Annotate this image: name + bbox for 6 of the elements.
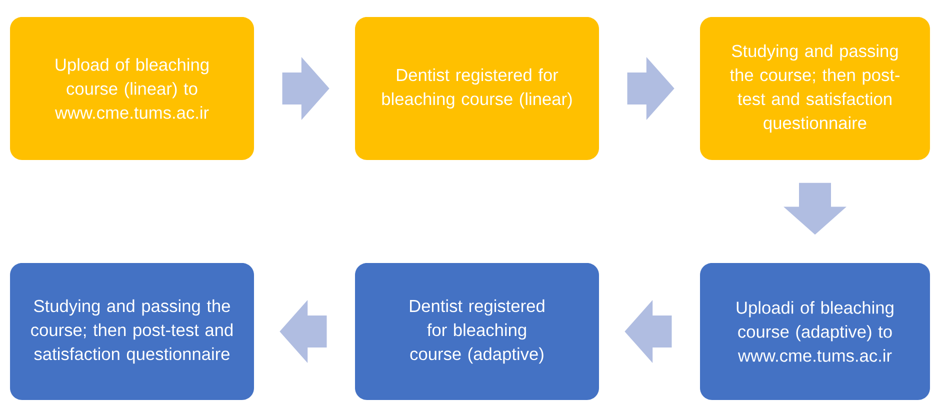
process-box: Uploadi of bleaching course (adaptive) to www.cme.tums.ac.ir	[700, 262, 930, 400]
process-box: Dentist registered for bleaching course (linear)	[355, 17, 599, 160]
process-box: Studying and passing the course; then post-test and satisfaction questionnaire	[700, 17, 930, 160]
process-box: Dentist registered for bleaching course (adaptive)	[355, 262, 599, 400]
process-box: Upload of bleaching course (linear) to www.cme.tums.ac.ir	[10, 17, 254, 160]
process-box: Studying and passing the course; then post-test and satisfaction questionnaire	[10, 262, 254, 400]
